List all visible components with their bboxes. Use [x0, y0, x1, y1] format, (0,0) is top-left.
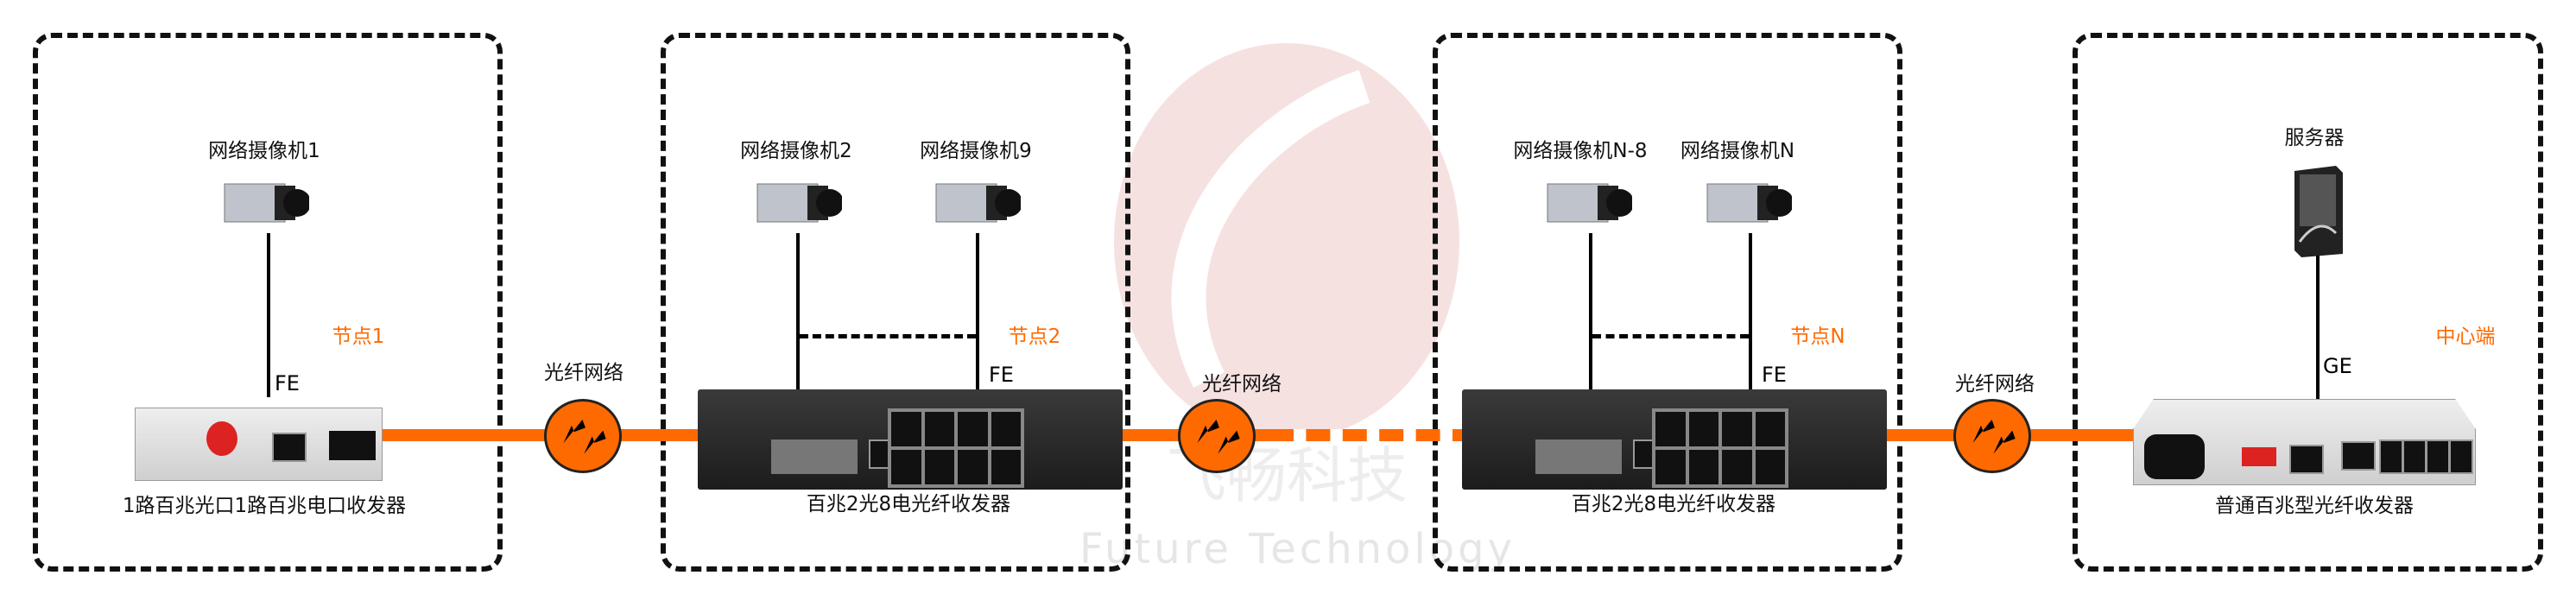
rj45-port [272, 433, 307, 462]
center-region [2073, 33, 2543, 572]
link-line [1749, 233, 1752, 390]
rj45-port [2341, 441, 2376, 471]
server-icon [2294, 166, 2343, 257]
node-label: 节点1 [332, 326, 385, 348]
link-label: GE [2323, 354, 2352, 378]
node-label: 中心端 [2435, 326, 2496, 348]
fiber-network-icon [1953, 399, 2031, 473]
camera-icon [935, 183, 1021, 223]
link-label: FE [275, 371, 300, 395]
ethernet-port-block [888, 408, 1024, 488]
ethernet-port-block [1652, 408, 1788, 488]
camera-icon [756, 183, 842, 223]
camera-label: 网络摄像机9 [920, 140, 1032, 162]
dip-switch [2242, 447, 2276, 466]
fiber-network-icon [544, 399, 622, 473]
fiber-network-label: 光纤网络 [544, 362, 623, 384]
sc-fiber-port [329, 431, 376, 460]
media-converter-device [135, 408, 383, 481]
fiber-network-icon [1178, 399, 1256, 473]
fiber-ports [1535, 439, 1622, 474]
fiber-port [2289, 445, 2324, 474]
camera-icon [1547, 183, 1632, 223]
ethernet-port-block [2379, 439, 2473, 474]
power-socket [2144, 434, 2205, 479]
ellipsis-dashed-line [800, 334, 976, 338]
camera-icon [224, 183, 309, 223]
fiber-network-label: 光纤网络 [1955, 373, 2035, 395]
device-label: 百兆2光8电光纤收发器 [806, 493, 1011, 515]
camera-label: 网络摄像机N-8 [1513, 140, 1648, 162]
camera-label: 网络摄像机2 [740, 140, 852, 162]
nodeN-region [1433, 33, 1902, 572]
device-label: 普通百兆型光纤收发器 [2215, 495, 2414, 517]
fiber-network-label: 光纤网络 [1202, 373, 1282, 395]
link-line [1589, 233, 1592, 390]
ellipsis-dashed-line [1592, 334, 1749, 338]
node1-region [33, 33, 503, 572]
fiber-switch-device [1462, 389, 1887, 490]
server-label: 服务器 [2284, 127, 2345, 149]
node2-region [661, 33, 1130, 572]
fiber-switch-device [698, 389, 1123, 490]
link-line [2316, 256, 2320, 402]
link-line [976, 233, 979, 390]
brand-logo [206, 421, 237, 456]
link-line [267, 233, 270, 397]
node-label: 节点N [1790, 326, 1845, 348]
link-line [796, 233, 800, 390]
link-label: FE [1762, 363, 1787, 387]
device-label: 百兆2光8电光纤收发器 [1571, 493, 1776, 515]
device-label: 1路百兆光口1路百兆电口收发器 [122, 495, 407, 517]
watermark-logo: 飞畅科技 [1114, 43, 1459, 511]
camera-label: 网络摄像机N [1680, 140, 1795, 162]
fiber-ports [771, 439, 858, 474]
node-label: 节点2 [1008, 326, 1061, 348]
camera-label: 网络摄像机1 [208, 140, 320, 162]
fiber-line-dashed [1269, 429, 1477, 441]
media-converter-device [2133, 399, 2476, 485]
link-label: FE [989, 363, 1014, 387]
camera-icon [1706, 183, 1792, 223]
